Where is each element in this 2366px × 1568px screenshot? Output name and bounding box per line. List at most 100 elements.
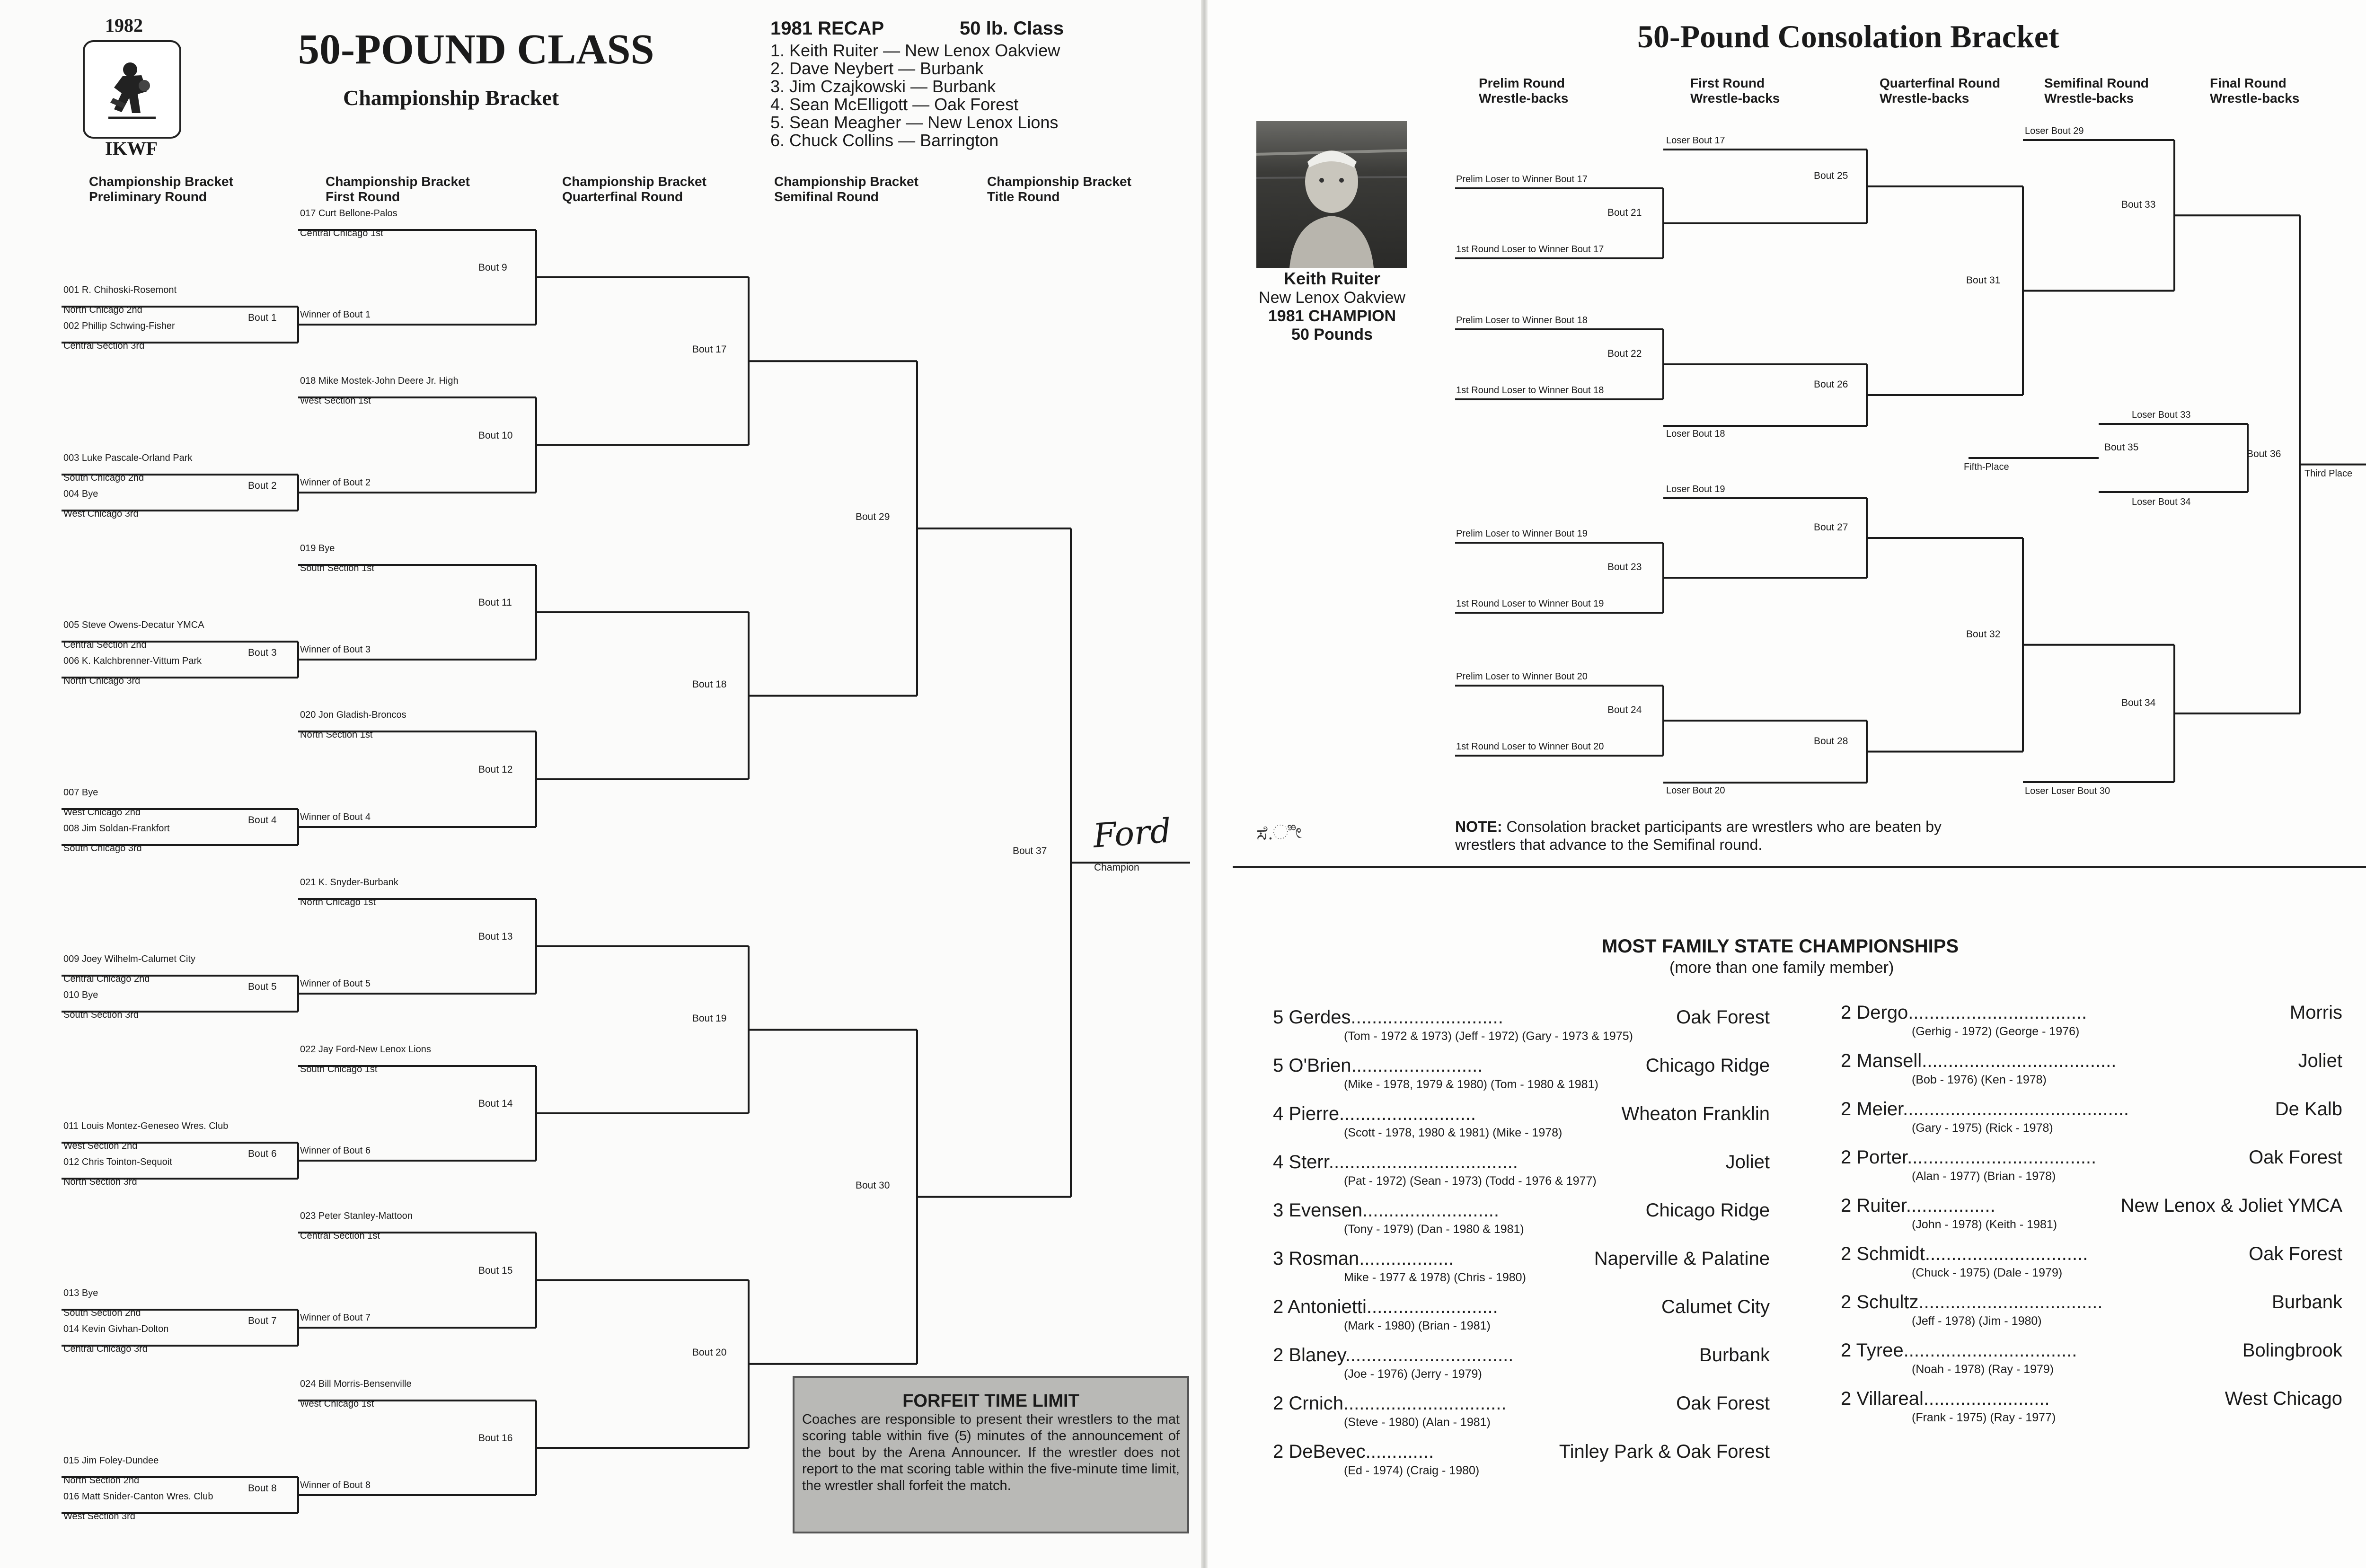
col-head-line: Wrestle-backs xyxy=(2044,91,2134,106)
section-divider xyxy=(1233,866,2366,868)
first-round-section: North Section 1st xyxy=(300,730,373,740)
third-place-label: Third Place xyxy=(2304,468,2353,479)
prelim-section: North Chicago 3rd xyxy=(63,676,141,686)
fifth-bottom-label: Loser Bout 34 xyxy=(2132,497,2191,507)
cons-loser-label: Loser Bout 17 xyxy=(1666,135,1725,146)
wrestler-portrait-icon xyxy=(1256,149,1407,268)
family-entry: 4 Pierre..........................Wheato… xyxy=(1273,1103,1770,1125)
family-school: Burbank xyxy=(1699,1345,1770,1365)
col-head-line: Quarterfinal Round xyxy=(562,189,683,204)
prelim-competitor: 005 Steve Owens-Decatur YMCA xyxy=(63,620,204,630)
cons-prelim-label: Prelim Loser to Winner Bout 20 xyxy=(1456,671,1588,682)
prelim-section: North Chicago 2nd xyxy=(63,305,142,315)
col-head-line: Semifinal Round xyxy=(774,189,879,204)
prelim-section: West Chicago 3rd xyxy=(63,509,139,519)
family-entry: 2 Dergo.................................… xyxy=(1841,1002,2342,1023)
winner-label: Winner of Bout 5 xyxy=(300,978,371,989)
consolation-title: 50-Pound Consolation Bracket xyxy=(1637,18,2059,54)
col-head-line: Preliminary Round xyxy=(89,189,207,204)
cons-sf-bout: Bout 33 xyxy=(2121,199,2156,211)
consolation-note: NOTE: Consolation bracket participants a… xyxy=(1455,818,1999,854)
winner-label: Winner of Bout 2 xyxy=(300,477,371,488)
family-school: West Chicago xyxy=(2225,1388,2342,1409)
family-name: 4 Sterr.................................… xyxy=(1273,1152,1518,1172)
prelim-section: West Section 3rd xyxy=(63,1511,135,1522)
family-members: (Scott - 1978, 1980 & 1981) (Mike - 1978… xyxy=(1344,1126,1563,1139)
family-entry: 2 Antonietti.........................Cal… xyxy=(1273,1296,1770,1318)
prelim-bout: Bout 7 xyxy=(248,1315,277,1326)
family-members: (Tom - 1972 & 1973) (Jeff - 1972) (Gary … xyxy=(1344,1030,1633,1043)
page-subtitle: Championship Bracket xyxy=(343,86,559,110)
family-entry: 2 Blaney................................… xyxy=(1273,1345,1770,1366)
family-name: 2 Antonietti......................... xyxy=(1273,1296,1498,1317)
forfeit-body: Coaches are responsible to present their… xyxy=(802,1412,1180,1493)
winner-label: Winner of Bout 8 xyxy=(300,1480,371,1490)
family-entry: 2 Schultz...............................… xyxy=(1841,1292,2342,1313)
final-bout: Bout 37 xyxy=(1013,846,1047,857)
first-round-competitor: 021 K. Snyder-Burbank xyxy=(300,877,398,888)
prelim-competitor: 001 R. Chihoski-Rosemont xyxy=(63,285,177,295)
prelim-competitor: 002 Phillip Schwing-Fisher xyxy=(63,321,175,331)
family-members: (Mike - 1978, 1979 & 1980) (Tom - 1980 &… xyxy=(1344,1078,1598,1091)
family-entry: 2 Tyree.................................… xyxy=(1841,1340,2342,1361)
prelim-competitor: 006 K. Kalchbrenner-Vittum Park xyxy=(63,656,202,666)
winner-label: Winner of Bout 3 xyxy=(300,644,371,655)
prelim-section: West Chicago 2nd xyxy=(63,807,141,818)
family-school: Bolingbrook xyxy=(2242,1340,2342,1361)
cons-sf-bout: Bout 34 xyxy=(2121,697,2156,708)
first-round-bout: Bout 14 xyxy=(478,1098,513,1109)
prelim-competitor: 011 Louis Montez-Geneseo Wres. Club xyxy=(63,1121,229,1131)
col-head-line: Title Round xyxy=(987,189,1060,204)
cons-first-bout: Bout 28 xyxy=(1814,735,1848,747)
family-entry: 3 Evensen..........................Chica… xyxy=(1273,1200,1770,1221)
first-round-section: Central Chicago 1st xyxy=(300,228,383,238)
first-round-competitor: 019 Bye xyxy=(300,543,335,554)
col-head-line: Wrestle-backs xyxy=(1479,91,1569,106)
family-school: Naperville & Palatine xyxy=(1594,1248,1770,1269)
family-school: Tinley Park & Oak Forest xyxy=(1559,1441,1770,1462)
col-head-line: Championship Bracket xyxy=(987,174,1131,189)
col-head-sf: Championship Bracket Semifinal Round xyxy=(774,174,918,204)
cons-final-bout: Bout 36 xyxy=(2247,448,2281,459)
caption-title: 1981 CHAMPION xyxy=(1268,307,1396,325)
first-round-bout: Bout 13 xyxy=(478,931,513,942)
semifinal-bout: Bout 30 xyxy=(856,1180,890,1191)
recap-line: 5. Sean Meagher — New Lenox Lions xyxy=(770,113,1059,132)
prelim-section: West Section 2nd xyxy=(63,1141,138,1151)
family-members: (Alan - 1977) (Brian - 1978) xyxy=(1912,1170,2056,1183)
note-label: NOTE: xyxy=(1455,818,1502,835)
col-head-line: Championship Bracket xyxy=(562,174,706,189)
family-members: (Pat - 1972) (Sean - 1973) (Todd - 1976 … xyxy=(1344,1174,1597,1188)
recap-list: 1. Keith Ruiter — New Lenox Oakview 2. D… xyxy=(770,42,1060,150)
forfeit-notice: FORFEIT TIME LIMIT Coaches are responsib… xyxy=(793,1376,1189,1533)
recap-line: 2. Dave Neybert — Burbank xyxy=(770,59,984,78)
cons-col-prelim: Prelim Round Wrestle-backs xyxy=(1479,76,1568,106)
family-school: Joliet xyxy=(2298,1050,2342,1071)
family-name: 2 Dergo.................................… xyxy=(1841,1002,2087,1023)
prelim-section: South Chicago 2nd xyxy=(63,473,144,483)
first-round-competitor: 020 Jon Gladish-Broncos xyxy=(300,710,406,720)
fifth-place-label: Fifth-Place xyxy=(1964,462,2009,472)
first-round-bout: Bout 10 xyxy=(478,430,513,441)
col-head-line: Championship Bracket xyxy=(326,174,470,189)
first-round-section: North Chicago 1st xyxy=(300,897,376,907)
family-name: 2 Schultz...............................… xyxy=(1841,1292,2103,1313)
first-round-section: West Chicago 1st xyxy=(300,1399,374,1409)
family-members: (Gerhig - 1972) (George - 1976) xyxy=(1912,1025,2080,1038)
family-members: (Frank - 1975) (Ray - 1977) xyxy=(1912,1411,2056,1424)
cons-col-qf: Quarterfinal Round Wrestle-backs xyxy=(1880,76,2000,106)
prelim-competitor: 010 Bye xyxy=(63,990,98,1000)
cons-prelim-label: 1st Round Loser to Winner Bout 19 xyxy=(1456,599,1604,609)
family-name: 2 DeBevec............. xyxy=(1273,1441,1434,1462)
cons-col-first: First Round Wrestle-backs xyxy=(1690,76,1780,106)
family-school: Oak Forest xyxy=(1676,1007,1770,1028)
family-name: 3 Evensen.......................... xyxy=(1273,1200,1499,1221)
cons-prelim-label: 1st Round Loser to Winner Bout 18 xyxy=(1456,385,1604,396)
photo-caption: Keith Ruiter New Lenox Oakview 1981 CHAM… xyxy=(1249,269,1415,344)
quarterfinal-bout: Bout 19 xyxy=(692,1013,727,1024)
quarterfinal-bout: Bout 20 xyxy=(692,1347,727,1358)
recap-line: 1. Keith Ruiter — New Lenox Oakview xyxy=(770,41,1060,60)
prelim-competitor: 003 Luke Pascale-Orland Park xyxy=(63,453,193,463)
family-name: 2 Mansell...............................… xyxy=(1841,1050,2117,1071)
wrestlers-logo-icon xyxy=(108,62,156,119)
